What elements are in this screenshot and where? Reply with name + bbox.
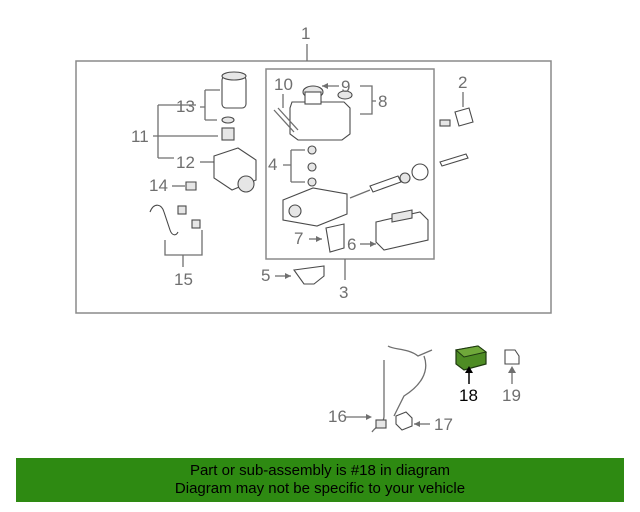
banner-line-1: Part or sub-assembly is #18 in diagram — [189, 462, 451, 479]
callout-9: 9 — [341, 77, 350, 96]
sub-assembly-frame — [265, 68, 435, 260]
callout-7: 7 — [294, 229, 303, 248]
part-6-module — [375, 209, 429, 251]
callout-15: 15 — [174, 270, 193, 289]
callout-5: 5 — [261, 266, 270, 285]
part-2-gasket — [439, 107, 474, 127]
part-accumulator — [221, 71, 247, 141]
callout-3: 3 — [339, 283, 348, 302]
callout-2: 2 — [458, 73, 467, 92]
callout-16: 16 — [328, 407, 347, 426]
assembly-frame — [75, 60, 552, 314]
part-18-highlighted — [454, 345, 488, 371]
part-7-bracket — [325, 223, 345, 253]
callout-1: 1 — [301, 24, 310, 43]
callout-17: 17 — [434, 415, 453, 434]
part-reservoir — [273, 85, 353, 141]
part-master-cylinder — [282, 153, 469, 227]
part-17-sensor — [395, 411, 413, 431]
banner-line-2: Diagram may not be specific to your vehi… — [174, 480, 466, 497]
callout-18: 18 — [459, 386, 478, 405]
part-15-hose — [149, 204, 179, 236]
info-banner: Part or sub-assembly is #18 in diagram D… — [16, 458, 624, 502]
callout-8: 8 — [378, 92, 387, 111]
part-12-pump-motor — [213, 147, 257, 193]
part-4-seals — [307, 145, 317, 187]
callout-14: 14 — [149, 176, 168, 195]
callout-4: 4 — [268, 155, 277, 174]
callout-10: 10 — [274, 75, 293, 94]
callout-12: 12 — [176, 153, 195, 172]
part-5-bracket — [293, 265, 325, 285]
callout-13: 13 — [176, 97, 195, 116]
callout-6: 6 — [347, 235, 356, 254]
part-14-clip — [185, 181, 197, 191]
part-19-bracket — [504, 349, 520, 365]
callout-11: 11 — [131, 127, 149, 146]
callout-19: 19 — [502, 386, 521, 405]
